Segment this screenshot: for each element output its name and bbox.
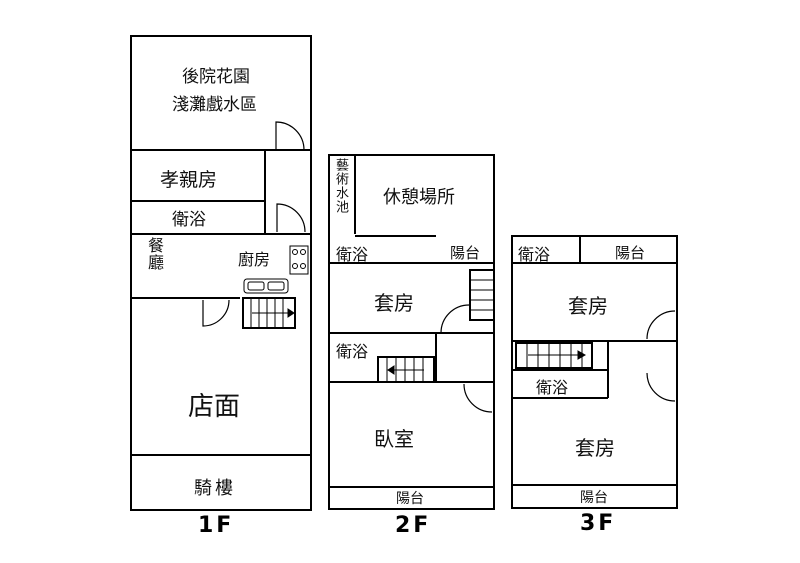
bathroom-3f-mid-label: 衛浴 — [536, 378, 569, 397]
door-swing — [275, 121, 305, 151]
garden-label-line2: 淺灘戲水區 — [172, 95, 257, 115]
bathroom-1f-label: 衛浴 — [172, 210, 206, 230]
bedroom-label: 臥室 — [374, 427, 414, 451]
floor-3-outline — [511, 235, 678, 509]
suite-2f-label: 套房 — [374, 291, 414, 315]
stairs-1f — [242, 297, 296, 329]
door-swing — [646, 372, 676, 402]
garden-label-line1: 後院花園 — [182, 67, 250, 87]
stairs-3f — [515, 342, 593, 369]
stairs-2f-upper — [469, 269, 495, 321]
balcony-2f-top-label: 陽台 — [450, 244, 481, 262]
balcony-3f-top-label: 陽台 — [615, 244, 646, 262]
bathroom-2f-mid-label: 衛浴 — [336, 342, 369, 361]
suite-3f-bottom-label: 套房 — [575, 436, 615, 460]
lounge-label: 休憩場所 — [383, 187, 455, 208]
arcade-label: 騎樓 — [194, 478, 236, 499]
door-swing — [646, 310, 676, 340]
floor-1-outline — [130, 35, 312, 511]
balcony-2f-bottom-label: 陽台 — [396, 491, 424, 507]
door-swing — [202, 299, 230, 327]
door-swing — [463, 383, 493, 413]
dining-label: 餐廳 — [145, 237, 164, 271]
kitchen-label: 廚房 — [238, 250, 271, 269]
balcony-3f-bottom-label: 陽台 — [580, 490, 608, 506]
shop-label: 店面 — [188, 392, 241, 422]
door-swing — [440, 304, 470, 334]
floor-label-1f: 1F — [198, 513, 235, 538]
suite-3f-top-label: 套房 — [568, 294, 608, 318]
parents-room-label: 孝親房 — [160, 169, 218, 191]
bathroom-3f-top-label: 衛浴 — [518, 245, 551, 264]
bathroom-2f-top-label: 衛浴 — [336, 245, 369, 264]
floor-label-3f: 3F — [580, 511, 617, 536]
art-pool-label: 藝術水池 — [333, 158, 348, 214]
floor-label-2f: 2F — [395, 513, 432, 538]
stairs-2f — [377, 356, 435, 383]
door-swing — [276, 203, 306, 233]
